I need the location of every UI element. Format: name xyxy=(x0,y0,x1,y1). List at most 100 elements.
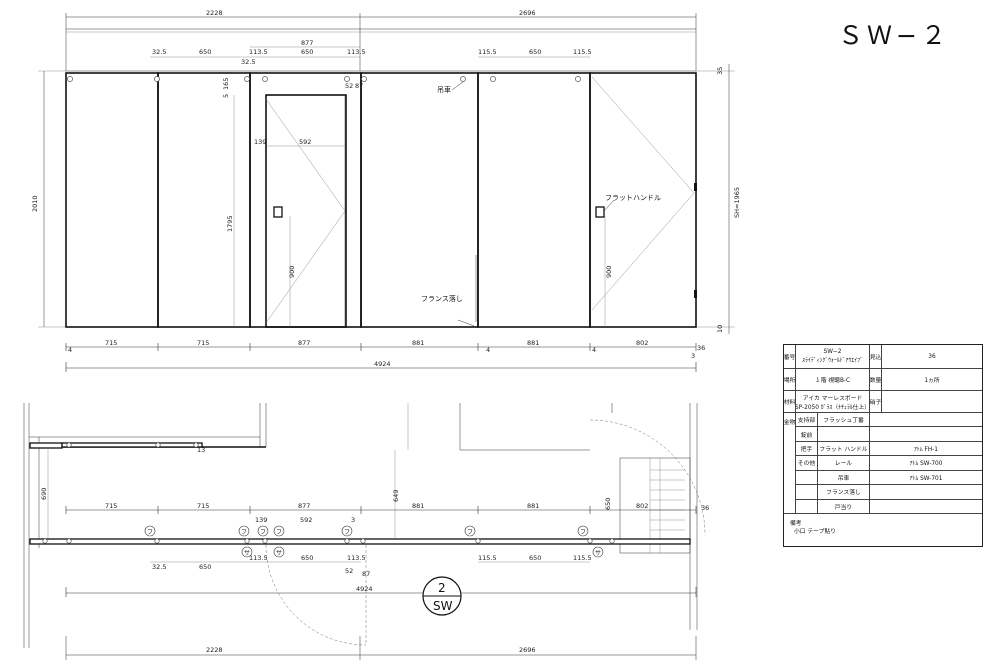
spec-h-note: 備考 xyxy=(790,521,802,527)
plan-dim-113-5-b: 113.5 xyxy=(347,554,366,562)
dim-650-a: 650 xyxy=(199,48,211,56)
plan-dim-32-5: 32.5 xyxy=(152,563,166,571)
dim-650-b: 650 xyxy=(301,48,313,56)
panel-5 xyxy=(477,72,591,328)
dim-height-2010: 2010 xyxy=(31,195,39,212)
plan-dim-115-5-b: 115.5 xyxy=(573,554,592,562)
dim-113-5-b: 113.5 xyxy=(347,48,366,56)
svg-text:フ: フ xyxy=(276,529,282,536)
spec-v-type: ｽﾗｲﾃﾞｨﾝｸﾞｳｫｰﾙﾄﾞｱｳｴｲﾌﾞ xyxy=(802,358,863,364)
spec-v-note: 小口 テープ貼り xyxy=(794,529,837,535)
spec-hw-model xyxy=(870,427,982,440)
plan-dim-650-b: 650 xyxy=(199,563,211,571)
spec-v-location: １階 視聴B-C xyxy=(796,369,870,390)
spec-hw-model: ｱﾄﾑ SW-701 xyxy=(909,475,943,482)
panel-2 xyxy=(157,72,251,328)
dim-5: 5 xyxy=(222,94,230,98)
dim-small-4b: 4 xyxy=(486,346,490,354)
spec-hw-item: レール xyxy=(818,456,870,470)
dim-small-3: 3 xyxy=(691,352,695,360)
spec-hw-key: 錠前 xyxy=(796,427,818,441)
plan-dim-592: 592 xyxy=(300,516,312,524)
spec-hw-item: フランス落し xyxy=(818,485,870,499)
dim-small-4c: 4 xyxy=(592,346,596,354)
spec-hw-key xyxy=(796,499,818,514)
bubble-markers: フ フ フ フ フ フ フ サ サ サ xyxy=(144,525,604,558)
spec-row-material: 材料 アイカ マーレスボード SP-2050 ｶﾞﾗｽ（ﾅﾁｭﾗﾙ仕上） 硝子 xyxy=(784,391,982,413)
plan-span-2: 715 xyxy=(197,502,209,510)
dim-32-5-a: 32.5 xyxy=(152,48,166,56)
spec-hw-model xyxy=(870,485,982,498)
spec-hw-key: その他 xyxy=(796,456,818,470)
spec-h-location: 場所 xyxy=(784,369,796,390)
dim-10: 10 xyxy=(716,325,724,333)
spec-hw-item: 戸当り xyxy=(818,499,870,514)
spec-hw-model xyxy=(870,413,982,426)
dim-small-36: 36 xyxy=(697,344,705,352)
drawing-title: ＳＷ−２ xyxy=(838,21,950,50)
dim-sh-1965: SH=1965 xyxy=(733,187,741,218)
spec-hardware-row: 錠前 xyxy=(796,427,982,442)
dim-total-elev: 4924 xyxy=(374,360,391,368)
spec-hardware-row: 支持部フラッシュ丁番 xyxy=(796,413,982,428)
spec-hw-item: フラッシュ丁番 xyxy=(818,413,870,427)
svg-text:フ: フ xyxy=(147,529,153,536)
spec-hardware-row: 戸当り xyxy=(796,499,982,514)
dim-113-5-a: 113.5 xyxy=(249,48,268,56)
spec-hw-key xyxy=(796,470,818,485)
plan-dim-52: 52 xyxy=(345,567,353,575)
plan-rail-markers xyxy=(66,442,199,448)
spec-v-material-b: SP-2050 ｶﾞﾗｽ（ﾅﾁｭﾗﾙ仕上） xyxy=(796,404,870,411)
panel-4 xyxy=(360,72,479,328)
dim-top-2228: 2228 xyxy=(206,9,223,17)
plan-span-5: 881 xyxy=(527,502,539,510)
label-flush-handle: フラットハンドル xyxy=(605,194,661,202)
ceiling-soffit xyxy=(65,28,697,72)
dim-139: 139 xyxy=(254,138,266,146)
spec-h-glass: 硝子 xyxy=(870,391,882,412)
dim-32-5-b: 32.5 xyxy=(241,58,255,66)
door-swing-line xyxy=(265,98,346,324)
dim-87: 87 xyxy=(355,82,363,90)
plan-rail-upper xyxy=(29,442,63,449)
dim-900-a: 900 xyxy=(288,266,296,278)
plan-span-4: 881 xyxy=(412,502,424,510)
plan-dim-36: 36 xyxy=(701,504,709,512)
dim-52: 52 xyxy=(345,82,353,90)
plan-dim-650: 650 xyxy=(604,498,612,510)
spec-table: 番号 SW−2 ｽﾗｲﾃﾞｨﾝｸﾞｳｫｰﾙﾄﾞｱｳｴｲﾌﾞ 見込 36 場所 １… xyxy=(783,344,983,547)
spec-hw-item: フラット ハンドル xyxy=(818,441,870,456)
plan-dim-2696: 2696 xyxy=(519,646,536,654)
section-mark: 2 SW xyxy=(422,576,462,616)
inner-door xyxy=(265,94,347,328)
svg-text:フ: フ xyxy=(344,529,350,536)
spec-row-number: 番号 SW−2 ｽﾗｲﾃﾞｨﾝｸﾞｳｫｰﾙﾄﾞｱｳｴｲﾌﾞ 見込 36 xyxy=(784,345,982,369)
spec-v-depth: 36 xyxy=(928,353,936,360)
svg-text:2: 2 xyxy=(438,581,446,595)
spec-v-number: SW−2 xyxy=(823,349,842,355)
spec-hw-key: 把手 xyxy=(796,441,818,456)
plan-span-6: 802 xyxy=(636,502,648,510)
plan-dim-650-c: 650 xyxy=(529,554,541,562)
svg-text:フ: フ xyxy=(241,529,247,536)
dim-span-2: 715 xyxy=(197,339,209,347)
spec-hw-key xyxy=(796,485,818,499)
dim-877-top: 877 xyxy=(301,39,313,47)
plan-rail-main xyxy=(29,538,691,545)
spec-v-qty: 1ヵ所 xyxy=(924,378,940,384)
svg-text:フ: フ xyxy=(467,529,473,536)
plan-dim-2228: 2228 xyxy=(206,646,223,654)
elevation-view: 2228 2696 32.5 650 113.5 877 650 113.5 3… xyxy=(31,9,741,372)
spec-h-depth: 見込 xyxy=(870,345,882,368)
spec-row-note: 備考 小口 テープ貼り xyxy=(784,514,982,546)
spec-hardware-row: フランス落し xyxy=(796,485,982,500)
plan-pivot-markers xyxy=(42,538,615,544)
dim-592: 592 xyxy=(299,138,311,146)
panel-swing-line xyxy=(591,76,695,311)
plan-dim-649: 649 xyxy=(392,490,400,502)
dim-1795: 1795 xyxy=(226,215,234,232)
svg-text:SW: SW xyxy=(433,599,453,613)
plan-dim-690: 690 xyxy=(40,488,48,500)
